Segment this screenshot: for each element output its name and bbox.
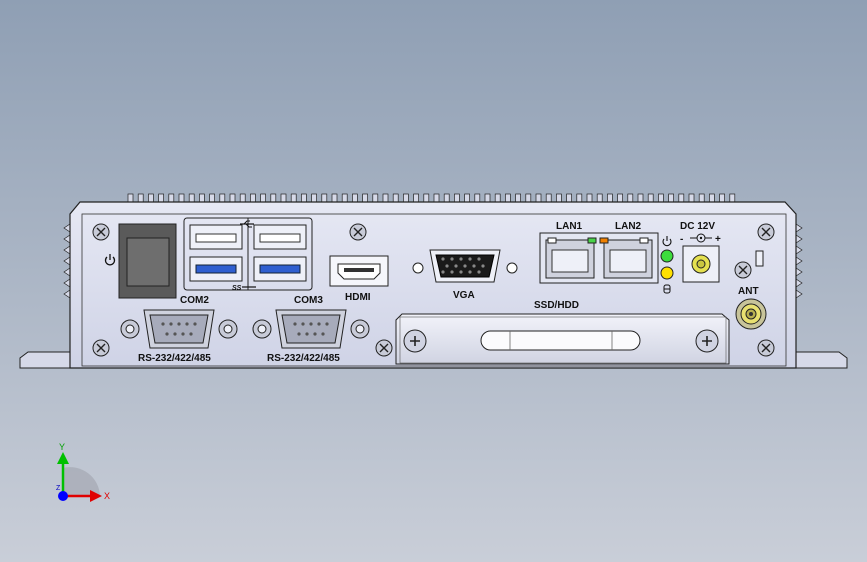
dc-label: DC 12V [680, 221, 715, 232]
com2-label: COM2 [180, 295, 209, 306]
antenna-connector[interactable] [735, 298, 767, 330]
axis-triad: Y X Z [56, 442, 110, 502]
svg-text:SS: SS [232, 285, 242, 292]
bay-thumbscrew-left[interactable] [403, 329, 427, 353]
vga-label: VGA [453, 290, 475, 301]
usb3-port-1[interactable] [189, 256, 243, 282]
dc-polarity-icon: - + [680, 233, 721, 245]
lan2-label: LAN2 [615, 221, 642, 232]
usb3-port-2[interactable] [253, 256, 307, 282]
ant-label: ANT [738, 286, 759, 297]
vga-port[interactable] [412, 249, 518, 283]
panel-screws [92, 223, 775, 357]
heatsink-fins [127, 193, 736, 205]
axis-plane [63, 467, 100, 496]
com3-label: COM3 [294, 295, 323, 306]
screw-icon [757, 223, 775, 241]
power-led [660, 249, 674, 263]
hdmi-label: HDMI [345, 292, 371, 303]
hdd-icon [663, 284, 671, 294]
bay-thumbscrew-right[interactable] [695, 329, 719, 353]
axis-z-origin [58, 491, 68, 501]
power-icon [104, 254, 116, 266]
usb2-port-2[interactable] [253, 224, 307, 250]
ground-screw [734, 261, 752, 279]
screw-icon [92, 339, 110, 357]
dc-power-jack[interactable] [682, 245, 720, 283]
axis-y-label: Y [59, 442, 65, 452]
axis-y-arrow [57, 452, 69, 496]
power-icon [662, 236, 672, 247]
hdmi-area-screw [349, 223, 367, 241]
screw-icon [92, 223, 110, 241]
com2-port[interactable] [120, 309, 238, 349]
ssd-label: SSD/HDD [534, 300, 579, 311]
lan2-port[interactable] [599, 237, 653, 279]
dc-plus-label: + [715, 234, 721, 245]
mounting-feet [19, 351, 848, 369]
lan1-port[interactable] [545, 237, 597, 279]
side-fins [63, 223, 803, 299]
usb2-port-1[interactable] [189, 224, 243, 250]
ssd-bay-door[interactable] [395, 313, 730, 365]
dc-minus-label: - [680, 234, 683, 245]
axis-z-label: Z [56, 485, 61, 492]
hdmi-port[interactable] [329, 255, 389, 287]
screw-icon [757, 339, 775, 357]
com3-mode-label: RS-232/422/485 [267, 353, 340, 364]
com2-mode-label: RS-232/422/485 [138, 353, 211, 364]
hdd-led [660, 266, 674, 280]
axis-x-label: X [104, 491, 110, 501]
lan1-label: LAN1 [556, 221, 583, 232]
screw-icon [375, 339, 393, 357]
usb-trident-icon [240, 220, 254, 228]
usb-port-block [183, 217, 313, 291]
com3-port[interactable] [252, 309, 370, 349]
usb-superspeed-icon: SS [232, 285, 256, 292]
power-button[interactable] [118, 223, 177, 299]
status-slot [755, 250, 764, 267]
